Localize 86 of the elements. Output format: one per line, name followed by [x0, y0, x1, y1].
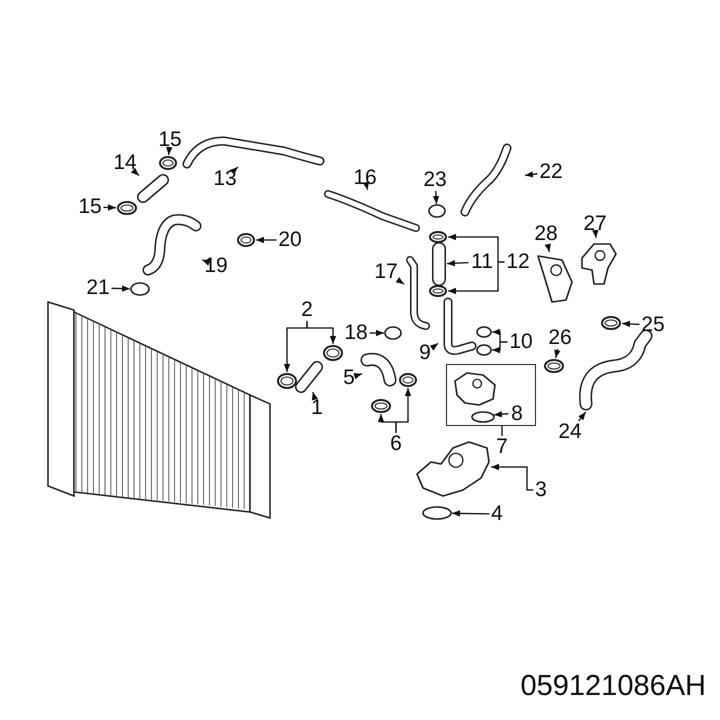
housing-drawing	[453, 371, 497, 407]
callout-number: 14	[112, 152, 138, 174]
callout-number: 2	[299, 299, 315, 321]
callout-number: 3	[533, 479, 549, 501]
callout-number: 8	[509, 403, 525, 425]
leader-line	[592, 230, 598, 238]
leader-line	[370, 330, 384, 336]
callout-number: 16	[352, 167, 378, 189]
callout-number: 6	[388, 433, 404, 455]
callout-number: 7	[494, 436, 510, 458]
leader-line	[353, 373, 362, 380]
leader-line	[130, 168, 140, 176]
leader-line	[362, 182, 370, 190]
housing-drawing	[413, 440, 491, 498]
leader-line	[432, 190, 440, 204]
hose-drawing	[296, 362, 322, 392]
leader-line	[202, 259, 211, 266]
hose-clamp-drawing	[236, 232, 256, 248]
o-ring-drawing	[476, 344, 492, 356]
leader-line	[111, 285, 130, 292]
callout-number: 18	[342, 322, 370, 344]
callout-number: 11	[468, 251, 496, 273]
callout-number: 1	[309, 397, 325, 419]
callout-number: 17	[372, 261, 400, 283]
leader-line	[396, 277, 404, 285]
hose-drawing	[139, 175, 167, 201]
callout-number: 10	[508, 331, 534, 353]
o-ring-drawing	[428, 204, 446, 218]
o-ring-drawing	[422, 506, 452, 520]
hose-clamp-drawing	[398, 372, 418, 388]
leader-line	[524, 171, 538, 178]
leader-line	[492, 341, 508, 354]
o-ring-drawing	[476, 326, 492, 338]
pipe-drawing	[404, 256, 430, 330]
leader-line	[622, 320, 640, 328]
leader-line	[491, 464, 534, 491]
leader-line	[448, 261, 504, 294]
callout-number: 9	[417, 342, 433, 364]
callout-number: 15	[76, 196, 104, 218]
group-frame	[446, 364, 536, 426]
callout-number: 19	[202, 255, 230, 277]
leader-line	[312, 392, 318, 401]
leader-line	[494, 411, 508, 418]
hose-clamp-drawing	[116, 200, 138, 216]
o-ring-drawing	[130, 282, 150, 296]
callout-number: 12	[504, 251, 532, 273]
leader-line	[166, 146, 172, 156]
hose-clamp-drawing	[370, 398, 392, 414]
callout-number: 4	[489, 503, 505, 525]
leader-line	[256, 236, 276, 244]
leader-line	[544, 244, 551, 252]
pipe-drawing	[322, 190, 422, 232]
hose-clamp-drawing	[276, 372, 298, 390]
part-number: 059121086AH	[520, 670, 706, 703]
pipe-drawing	[184, 137, 324, 167]
hose-clamp-drawing	[428, 284, 448, 298]
callout-number: 20	[276, 229, 304, 251]
leader-line	[230, 166, 238, 175]
hose-clamp-drawing	[158, 155, 178, 171]
callout-number: 25	[640, 314, 666, 336]
hose-clamp-drawing	[428, 230, 448, 244]
callout-number: 27	[582, 213, 608, 235]
hose-drawing	[362, 352, 396, 384]
leader-line	[452, 510, 490, 517]
hose-clamp-drawing	[322, 344, 344, 362]
callout-number: 28	[532, 223, 560, 245]
leader-line	[446, 260, 469, 266]
hose-drawing	[140, 216, 202, 276]
leader-line	[430, 342, 438, 351]
callout-number: 26	[546, 327, 574, 349]
leader-line	[395, 388, 412, 433]
callout-number: 22	[538, 161, 564, 183]
leader-line	[578, 412, 586, 422]
hose-clamp-drawing	[600, 315, 622, 331]
callout-number: 23	[422, 169, 448, 191]
callout-number: 21	[84, 277, 112, 299]
o-ring-drawing	[471, 411, 495, 423]
callout-number: 24	[556, 421, 584, 443]
callout-number: 15	[156, 129, 184, 151]
o-ring-drawing	[384, 326, 402, 340]
callout-number: 5	[341, 367, 357, 389]
hose-clamp-drawing	[543, 358, 565, 374]
leader-line	[554, 348, 560, 358]
leader-line	[306, 321, 336, 344]
leader-line	[103, 204, 116, 211]
leader-line	[501, 426, 503, 436]
